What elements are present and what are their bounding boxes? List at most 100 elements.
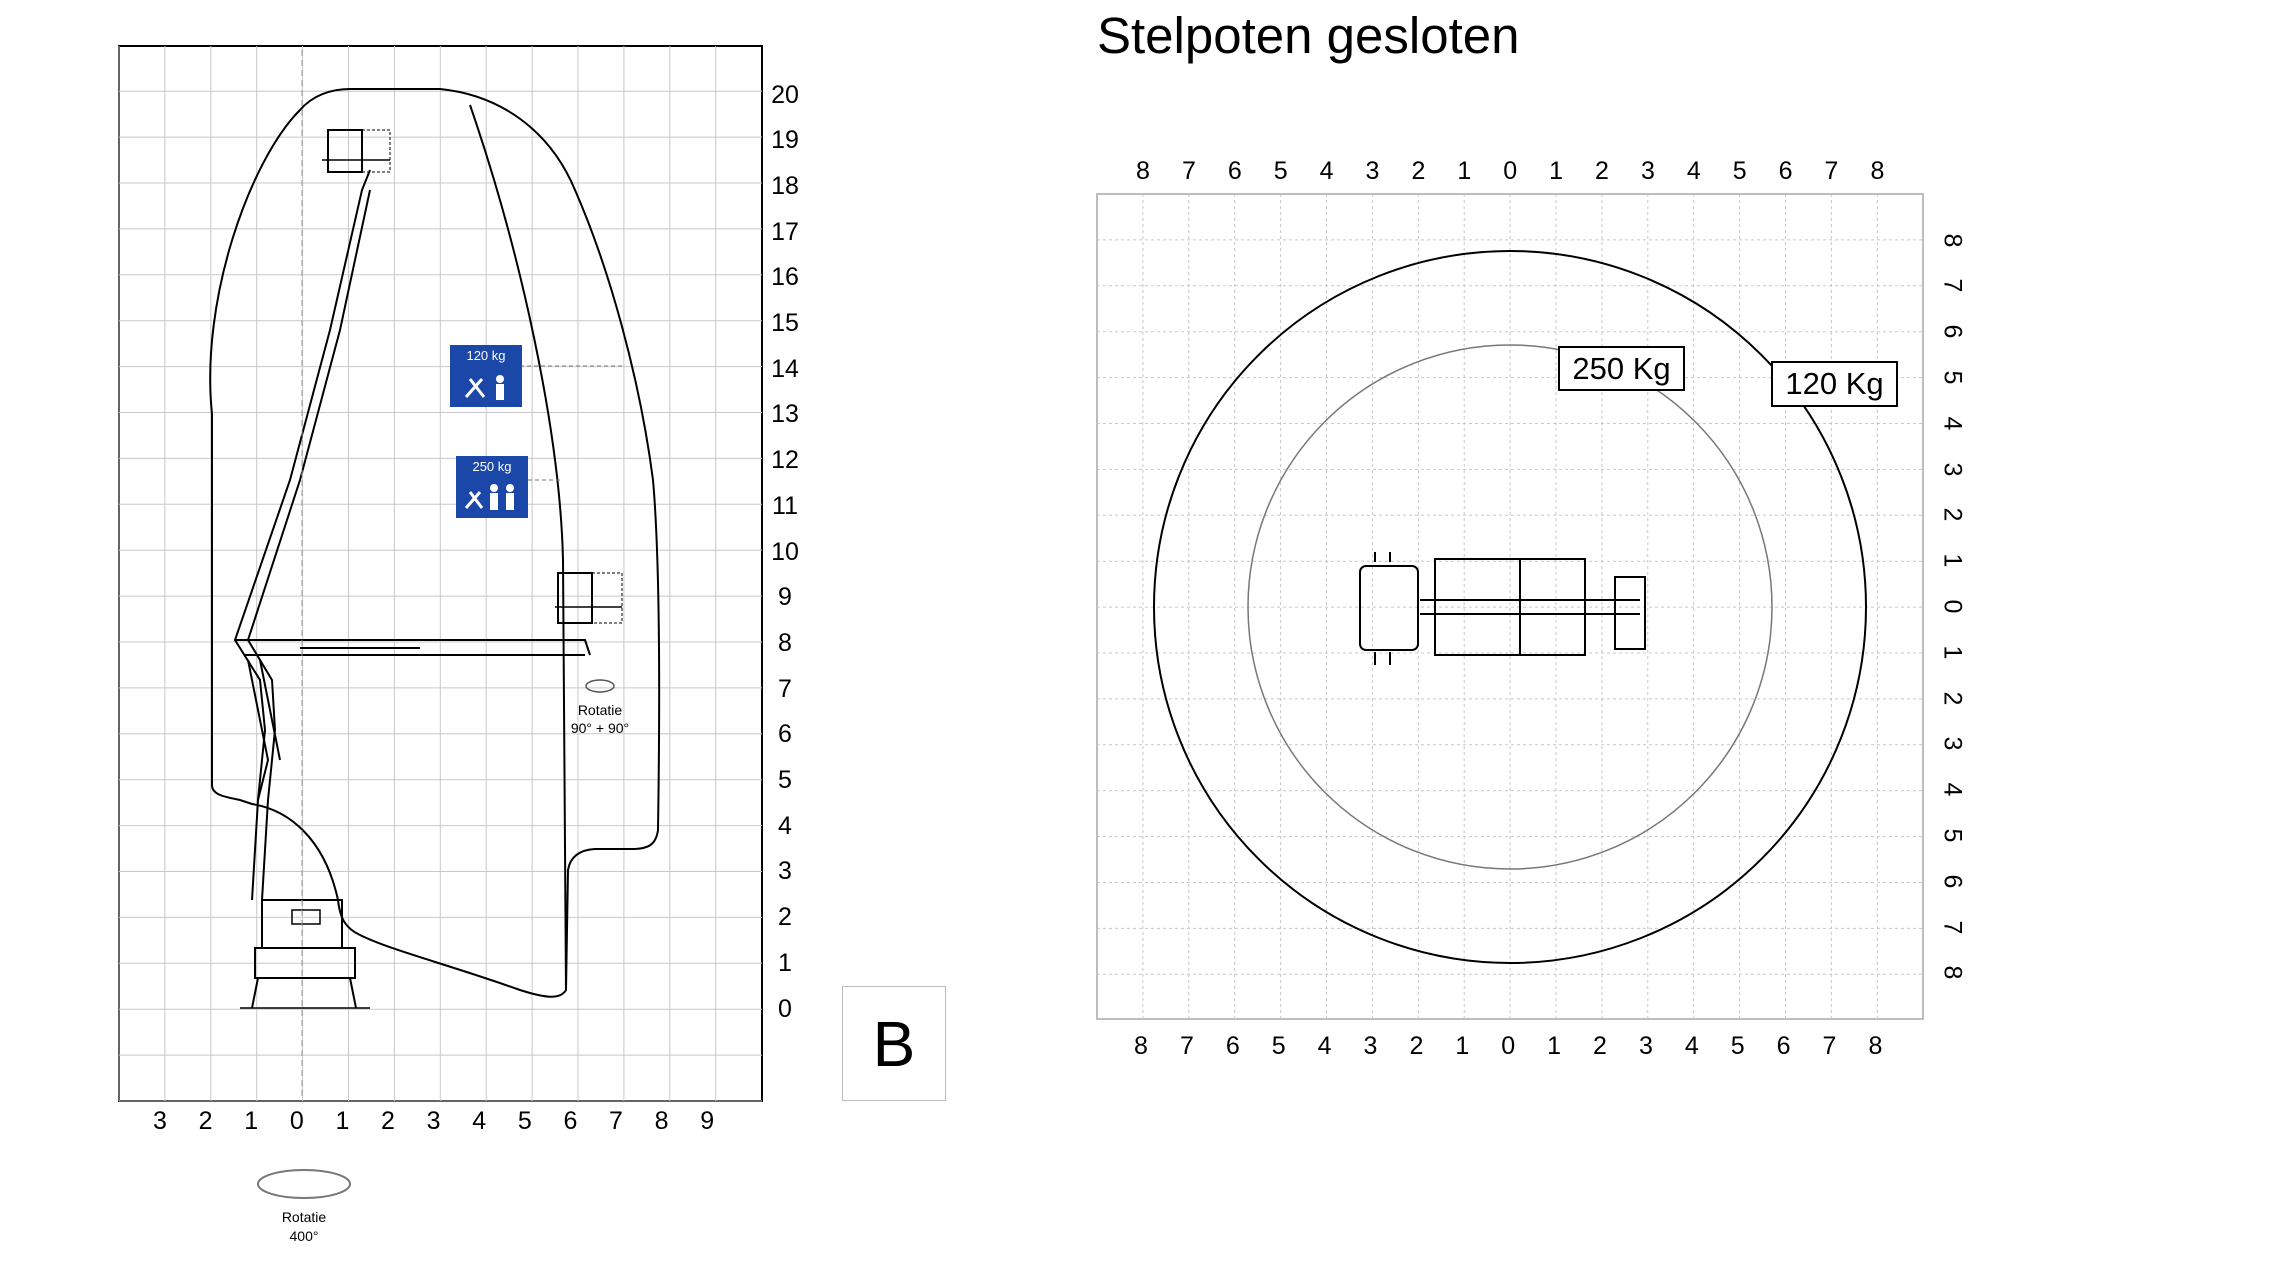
top-view-title: Stelpoten gesloten: [1097, 7, 1520, 64]
truck-icon: [240, 899, 370, 1009]
inner-envelope: [469, 104, 567, 991]
height-tick-label: 14: [771, 354, 799, 383]
boom-vertical-2: [246, 189, 371, 901]
reach-tick-label: 3: [426, 1106, 441, 1135]
height-tick-label: 18: [771, 171, 799, 200]
top-view-grid: [1097, 194, 1923, 1019]
right-y-tick-label: 1: [1938, 645, 1967, 660]
height-tick-label: 0: [778, 994, 792, 1023]
boom-lower: [247, 659, 281, 801]
top-x-tick-label: 1: [1457, 156, 1472, 185]
height-tick-label: 8: [778, 628, 792, 657]
height-tick-label: 17: [771, 217, 799, 246]
top-x-tick-label: 0: [1503, 156, 1518, 185]
bottom-x-tick-label: 1: [1547, 1031, 1562, 1060]
bottom-x-tick-label: 4: [1317, 1031, 1332, 1060]
height-tick-label: 6: [778, 720, 792, 749]
config-letter: B: [872, 1007, 916, 1080]
height-tick-label: 16: [771, 263, 799, 292]
height-tick-label: 1: [778, 948, 792, 977]
right-y-tick-label: 4: [1938, 416, 1967, 431]
right-y-tick-label: 0: [1938, 599, 1967, 614]
side-view-grid: [118, 46, 762, 1102]
height-tick-label: 5: [778, 766, 792, 794]
reach-tick-label: 8: [654, 1106, 669, 1135]
rotation-turret-value: 400°: [289, 1228, 319, 1244]
reach-tick-label: 2: [381, 1106, 395, 1135]
bottom-x-tick-label: 2: [1409, 1031, 1424, 1060]
height-tick-label: 9: [778, 583, 792, 612]
label-120-kg: 120 Kg: [1771, 361, 1898, 407]
right-y-tick-label: 5: [1938, 828, 1967, 843]
bottom-x-tick-label: 7: [1179, 1031, 1194, 1060]
basket-top-icon: [322, 129, 391, 173]
height-tick-label: 19: [771, 126, 799, 155]
bottom-x-tick-label: 3: [1638, 1031, 1653, 1060]
rotation-turret-label: Rotatie: [281, 1209, 327, 1225]
load-sign-120: 120 kg: [450, 345, 522, 407]
outer-envelope: [209, 88, 661, 998]
top-x-tick-label: 3: [1640, 156, 1655, 185]
top-x-tick-label: 1: [1549, 156, 1564, 185]
right-y-tick-label: 3: [1938, 462, 1967, 476]
range-circle-120: [1153, 250, 1867, 964]
right-y-tick-label: 1: [1938, 553, 1967, 568]
reach-tick-label: 1: [335, 1106, 350, 1135]
load-sign-250-text: 250 kg: [472, 459, 512, 474]
top-x-tick-label: 4: [1686, 156, 1701, 185]
height-tick-label: 12: [771, 446, 799, 475]
load-sign-250: 250 kg: [456, 456, 528, 518]
reach-tick-label: 4: [472, 1106, 487, 1135]
bottom-x-tick-label: 6: [1225, 1031, 1240, 1060]
height-tick-label: 20: [771, 80, 799, 109]
reach-tick-label: 3: [153, 1106, 167, 1135]
top-x-tick-label: 7: [1824, 156, 1839, 185]
reach-tick-label: 5: [517, 1106, 532, 1135]
truck-top-icon: [1359, 552, 1646, 665]
right-y-tick-label: 3: [1938, 736, 1967, 751]
rotation-basket-icon: [585, 679, 615, 693]
rotation-turret-icon: [257, 1169, 351, 1199]
top-x-tick-label: 2: [1411, 156, 1426, 185]
right-y-tick-label: 7: [1938, 278, 1967, 293]
right-y-tick-label: 8: [1938, 233, 1967, 247]
bottom-x-tick-label: 8: [1134, 1031, 1148, 1060]
top-x-tick-label: 5: [1732, 156, 1747, 185]
bottom-x-tick-label: 7: [1822, 1031, 1837, 1060]
basket-right-icon: [555, 572, 623, 624]
height-tick-label: 15: [771, 309, 799, 337]
right-y-tick-label: 7: [1938, 920, 1967, 934]
rotation-basket-value: 90° + 90°: [570, 720, 630, 736]
config-letter-box: B: [842, 986, 946, 1101]
right-y-tick-label: 5: [1938, 370, 1967, 385]
bottom-x-tick-label: 0: [1501, 1031, 1516, 1060]
range-circle-250: [1247, 344, 1773, 870]
height-tick-label: 2: [778, 903, 792, 932]
right-y-tick-label: 2: [1938, 507, 1967, 522]
bottom-x-tick-label: 5: [1730, 1031, 1745, 1060]
rotation-basket-label: Rotatie: [577, 702, 623, 718]
top-x-tick-label: 2: [1595, 156, 1609, 185]
reach-tick-label: 1: [244, 1106, 259, 1135]
bottom-x-tick-label: 5: [1271, 1031, 1286, 1060]
height-tick-label: 13: [771, 400, 799, 429]
bottom-x-tick-label: 8: [1868, 1031, 1883, 1060]
top-x-tick-label: 3: [1365, 156, 1380, 185]
worker-icon: [464, 484, 514, 510]
top-x-tick-label: 8: [1136, 156, 1150, 185]
tools-icon: [464, 375, 504, 400]
right-y-tick-label: 8: [1938, 965, 1967, 980]
reach-tick-label: 0: [289, 1106, 304, 1135]
top-x-tick-label: 5: [1273, 156, 1288, 185]
side-view-diagram: [118, 45, 763, 1199]
top-x-tick-label: 8: [1870, 156, 1885, 185]
reach-tick-label: 6: [563, 1106, 578, 1135]
reach-tick-label: 7: [609, 1106, 623, 1135]
top-x-tick-label: 6: [1778, 156, 1793, 185]
height-tick-label: 7: [778, 674, 792, 703]
height-tick-label: 3: [778, 857, 792, 886]
right-y-tick-label: 2: [1938, 691, 1967, 705]
load-sign-120-text: 120 kg: [466, 348, 506, 363]
right-y-tick-label: 4: [1938, 782, 1967, 797]
